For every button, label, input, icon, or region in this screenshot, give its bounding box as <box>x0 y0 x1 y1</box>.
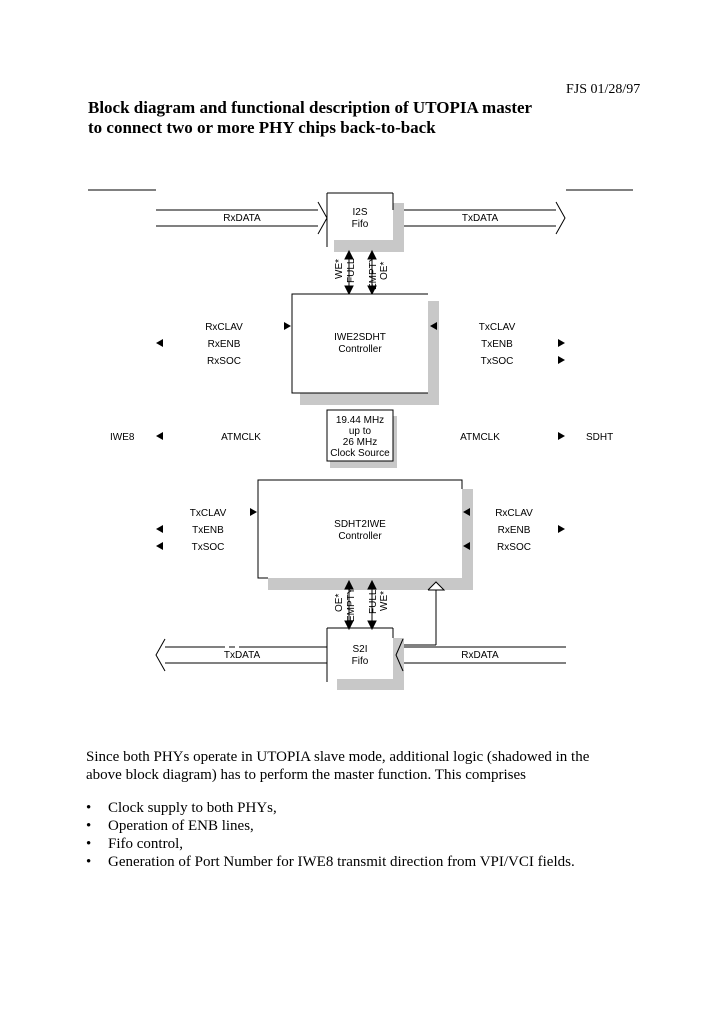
i2s-fifo-label-2: Fifo <box>352 219 369 230</box>
shadow-areas <box>268 203 473 690</box>
bottom-controller-label-1: SDHT2IWE <box>334 519 386 530</box>
block-diagram: I2S Fifo RxDATA TxDATA WE* FULL EMPTY OE… <box>88 189 633 690</box>
bottom-left-signal-2: TxENB <box>192 525 224 536</box>
s2i-fifo-label-2: Fifo <box>352 656 369 667</box>
bottom-we-label: WE* <box>379 591 390 611</box>
top-controller-label-1: IWE2SDHT <box>334 332 386 343</box>
rxdata-bottom-label: RxDATA <box>461 650 499 661</box>
s2i-fifo-block: S2I Fifo <box>326 627 394 682</box>
txdata-bottom-label: TxDATA <box>224 650 261 661</box>
bottom-oe-label: OE* <box>334 594 345 612</box>
bottom-txdata-arrow: TxDATA <box>155 638 327 672</box>
atmclk-pins <box>156 432 565 440</box>
clock-label-3: 26 MHz <box>343 437 377 448</box>
top-controller-label-2: Controller <box>338 344 382 355</box>
bullet-item: Fifo control, <box>86 835 575 853</box>
clock-label-1: 19.44 MHz <box>336 415 384 426</box>
top-rxdata-arrow: RxDATA <box>156 201 328 235</box>
top-controller-block: IWE2SDHT Controller <box>291 293 428 394</box>
top-left-signal-3: RxSOC <box>207 356 241 367</box>
bottom-right-signal-2: RxENB <box>498 525 531 536</box>
top-fifo-signal-labels: WE* FULL EMPTY OE* <box>334 255 390 290</box>
atmclk-left-label: ATMCLK <box>221 432 261 443</box>
top-oe-label: OE* <box>379 262 390 280</box>
clock-label-4: Clock Source <box>330 448 390 459</box>
top-left-signal-2: RxENB <box>208 339 241 350</box>
iwe8-label: IWE8 <box>110 432 135 443</box>
top-we-label: WE* <box>334 259 345 279</box>
bullet-item: Generation of Port Number for IWE8 trans… <box>86 853 575 871</box>
page-title: Block diagram and functional description… <box>88 98 532 138</box>
bottom-right-signal-1: RxCLAV <box>495 508 533 519</box>
description-paragraph: Since both PHYs operate in UTOPIA slave … <box>86 749 590 783</box>
top-right-signal-1: TxCLAV <box>479 322 516 333</box>
bottom-empty-label: EMPTY <box>346 587 357 622</box>
top-right-signal-3: TxSOC <box>481 356 514 367</box>
top-right-signal-2: TxENB <box>481 339 513 350</box>
bottom-controller-block: SDHT2IWE Controller <box>257 479 463 579</box>
top-full-label: FULL <box>346 258 357 283</box>
bullet-item: Operation of ENB lines, <box>86 817 575 835</box>
bottom-rxdata-arrow: RxDATA <box>395 638 566 672</box>
description-bullets: Clock supply to both PHYs, Operation of … <box>86 799 575 871</box>
s2i-fifo-label-1: S2I <box>352 644 367 655</box>
date-stamp: FJS 01/28/97 <box>566 82 641 97</box>
bottom-left-signal-1: TxCLAV <box>190 508 227 519</box>
feedback-line <box>404 581 446 646</box>
i2s-fifo-block: I2S Fifo <box>326 192 394 247</box>
top-fifo-signals <box>344 249 377 296</box>
top-txdata-arrow: TxDATA <box>404 201 566 235</box>
rxdata-top-label: RxDATA <box>223 213 261 224</box>
bottom-fifo-signals <box>344 579 377 631</box>
txdata-top-label: TxDATA <box>462 213 499 224</box>
clock-label-2: up to <box>349 426 372 437</box>
i2s-fifo-label-1: I2S <box>352 207 367 218</box>
top-empty-label: EMPTY <box>368 255 379 290</box>
bottom-left-signal-3: TxSOC <box>192 542 225 553</box>
clock-source-block: 19.44 MHz up to 26 MHz Clock Source <box>326 409 394 462</box>
bullet-item: Clock supply to both PHYs, <box>86 799 575 817</box>
atmclk-right-label: ATMCLK <box>460 432 500 443</box>
top-left-signal-1: RxCLAV <box>205 322 243 333</box>
title-line-2: to connect two or more PHY chips back-to… <box>88 118 436 137</box>
sdht-label: SDHT <box>586 432 613 443</box>
top-controller-pins <box>156 322 565 364</box>
bottom-controller-label-2: Controller <box>338 531 382 542</box>
bottom-right-signal-3: RxSOC <box>497 542 531 553</box>
bottom-full-label: FULL <box>368 589 379 614</box>
bottom-controller-pins <box>156 508 565 550</box>
title-line-1: Block diagram and functional description… <box>88 98 533 117</box>
bottom-fifo-signal-labels: OE* EMPTY FULL WE* <box>334 587 390 622</box>
